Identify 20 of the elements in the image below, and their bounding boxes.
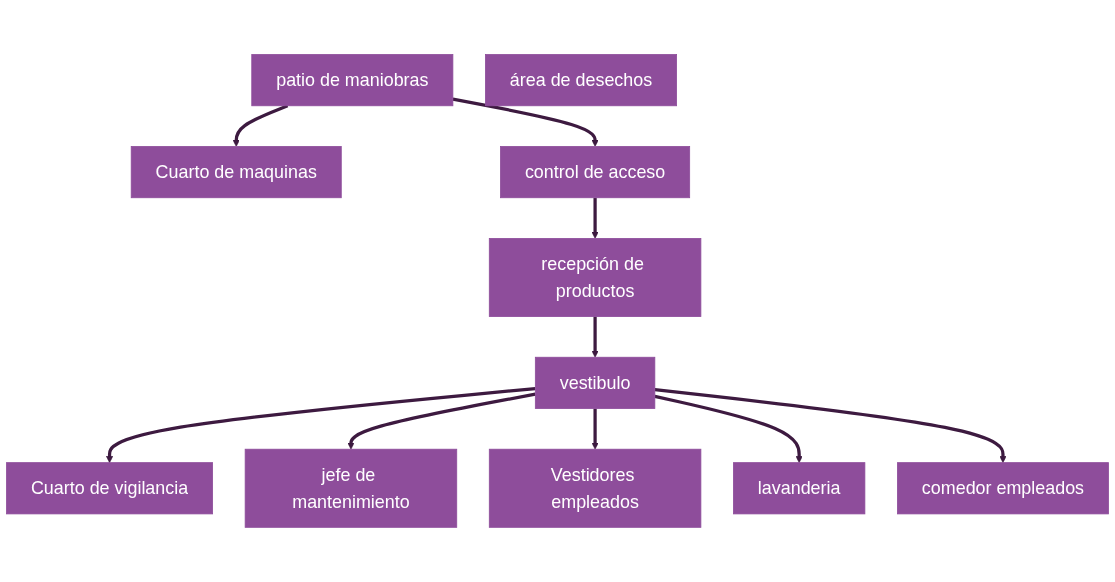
arrow bbox=[654, 388, 1007, 464]
arrow bbox=[591, 197, 599, 239]
arrow bbox=[591, 316, 599, 358]
node-box: jefe de mantenimiento bbox=[244, 448, 458, 528]
node-box: Cuarto de maquinas bbox=[130, 146, 342, 199]
node-box: patio de maniobras bbox=[251, 54, 454, 107]
node-box: lavanderia bbox=[733, 462, 866, 515]
node-box: Vestidores empleados bbox=[488, 448, 702, 528]
arrow bbox=[654, 394, 803, 464]
node-box: vestibulo bbox=[534, 356, 656, 409]
arrow bbox=[232, 104, 289, 147]
node-box: control de acceso bbox=[500, 146, 691, 199]
node-box: recepción de productos bbox=[488, 238, 702, 318]
arrow bbox=[347, 392, 536, 450]
arrow bbox=[452, 97, 599, 147]
arrow bbox=[105, 387, 536, 464]
node-box: comedor empleados bbox=[897, 462, 1109, 515]
node-box: área de desechos bbox=[485, 54, 677, 107]
arrow bbox=[591, 408, 599, 450]
node-box: Cuarto de vigilancia bbox=[6, 462, 213, 515]
